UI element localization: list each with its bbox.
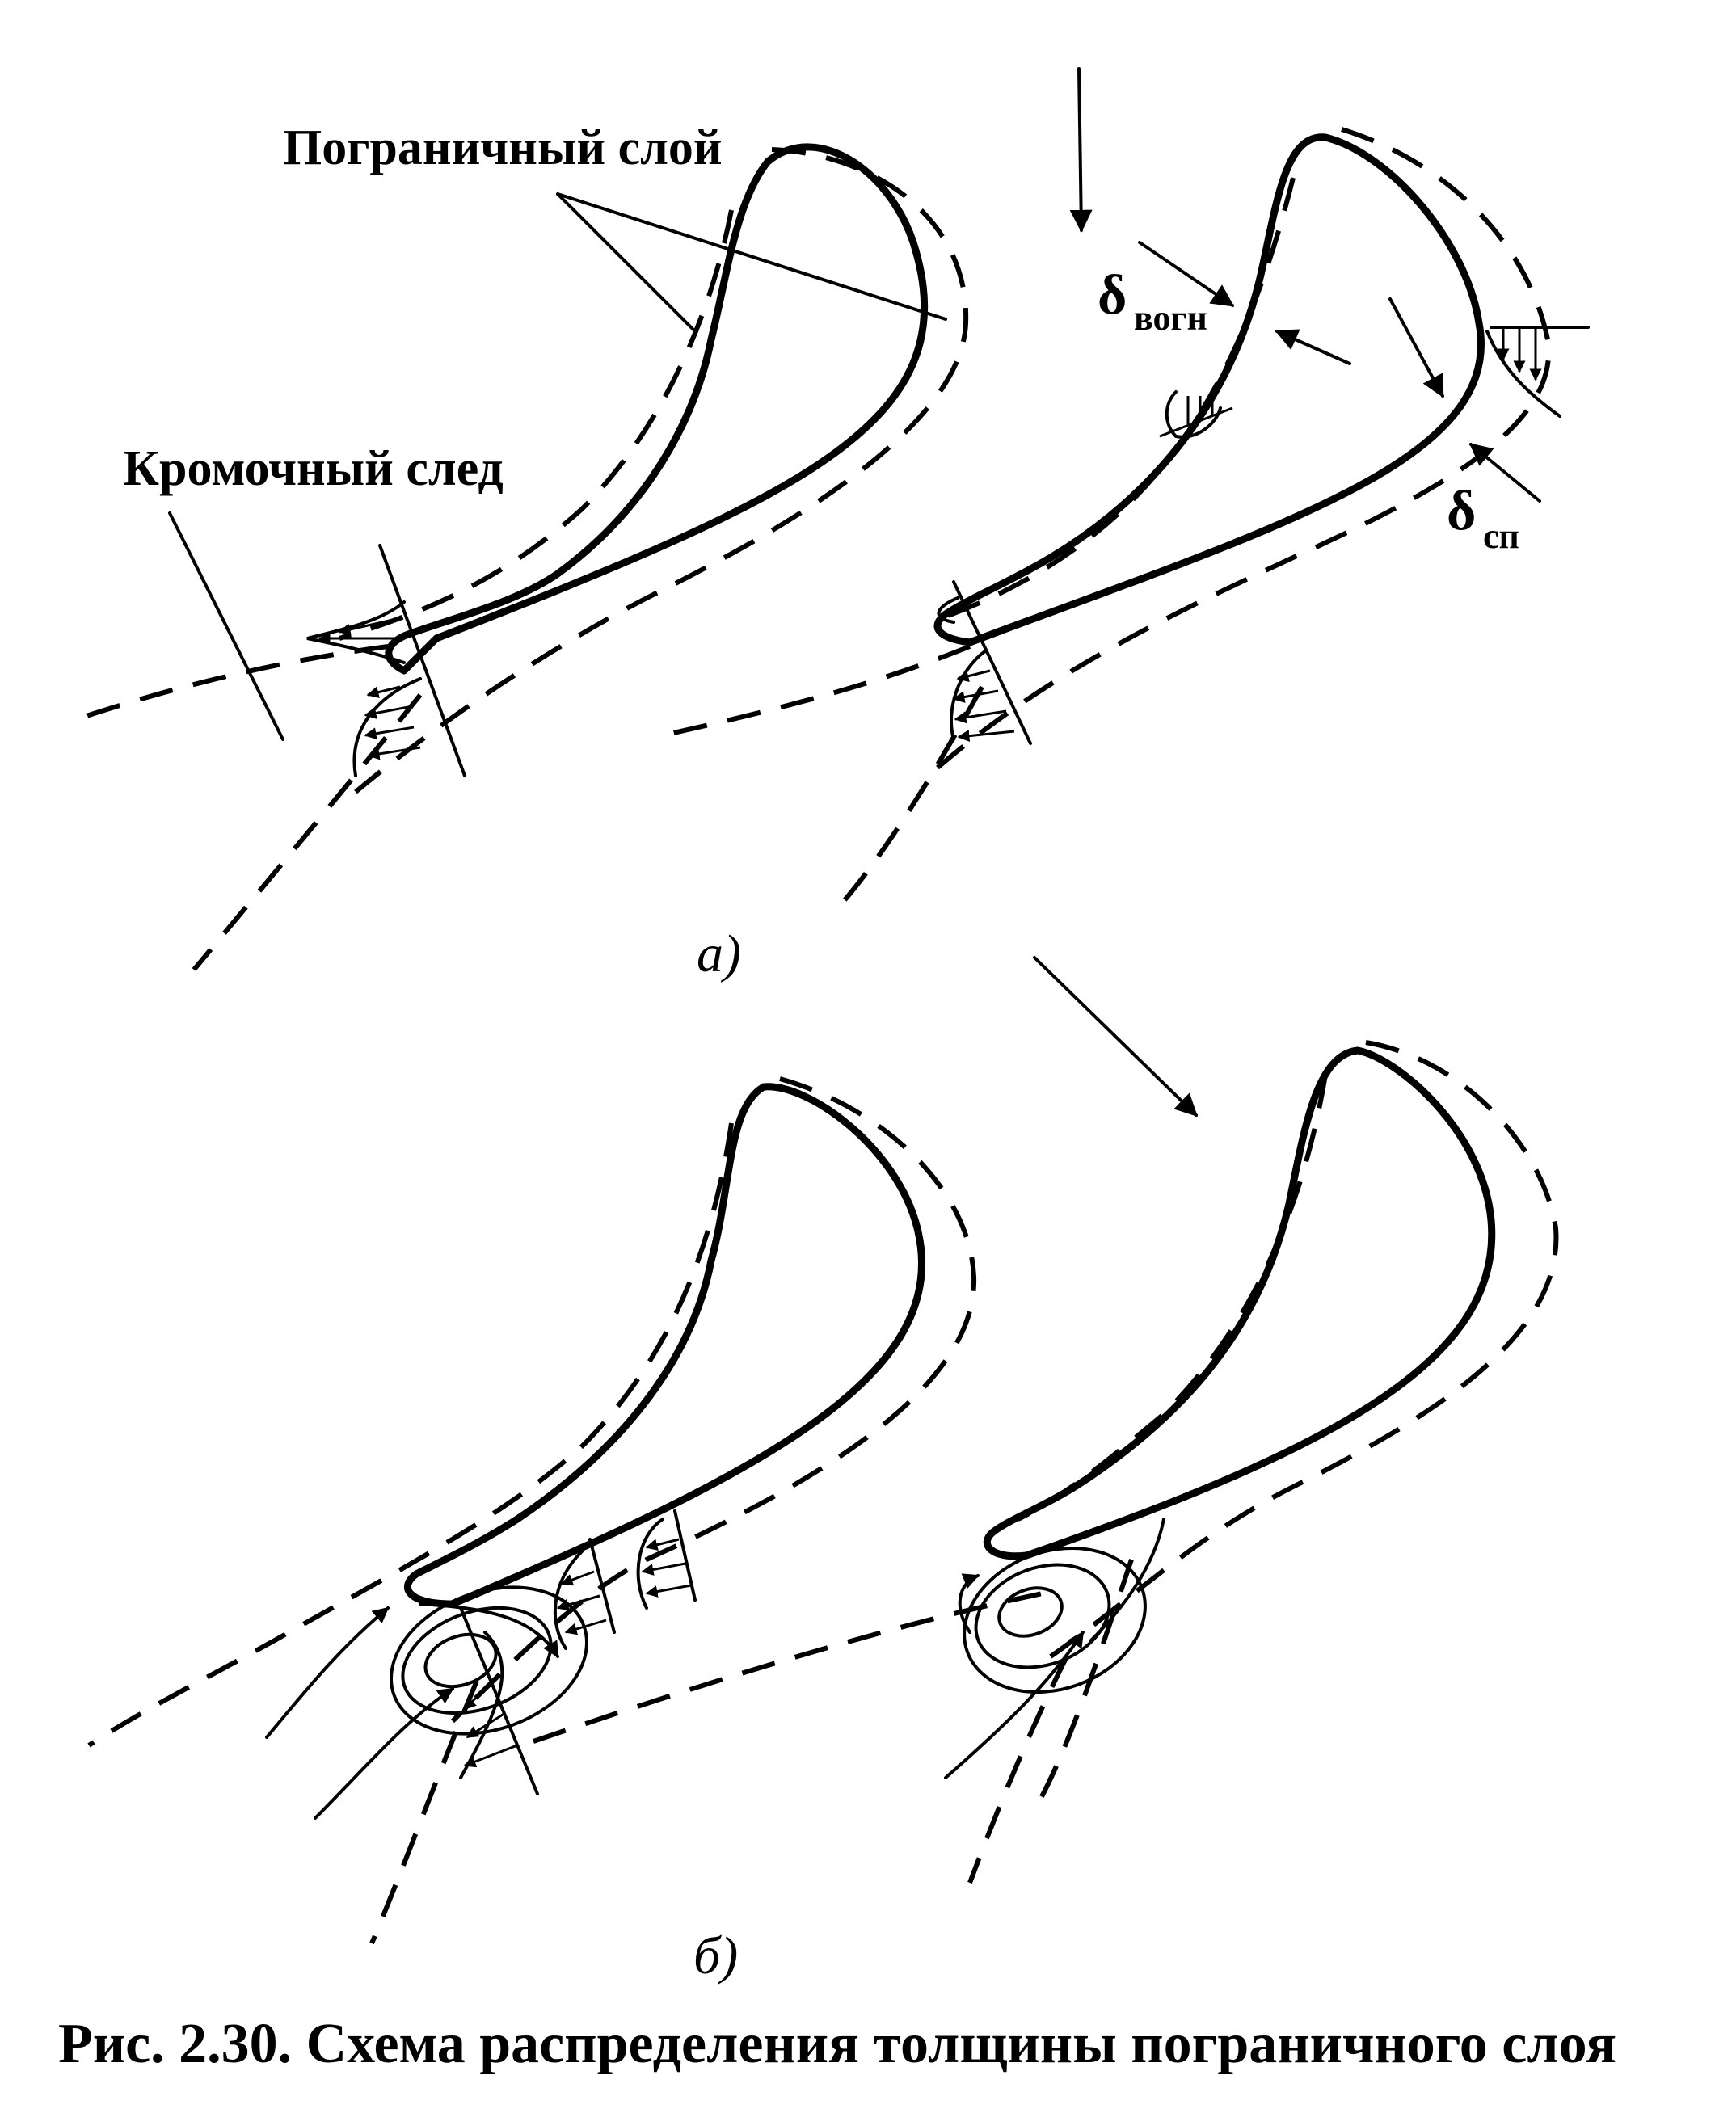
concave-bl-hatch bbox=[1186, 396, 1214, 424]
wake-profile-upper-a-left bbox=[306, 600, 406, 664]
streamline-b-right-3 bbox=[1089, 1518, 1165, 1642]
suction-bl-hatch bbox=[1497, 327, 1542, 381]
label-delta-suction: δ bbox=[1447, 480, 1476, 542]
profile-curve-b-3 bbox=[636, 1518, 664, 1610]
blade-a-left-boundary-layer-outer bbox=[354, 147, 969, 794]
wake-section-line-a-left bbox=[378, 544, 466, 777]
blade-b-right-wake-right bbox=[1032, 1559, 1134, 1812]
figure-caption: Рис. 2.30. Схема распределения толщины п… bbox=[58, 2013, 1617, 2075]
blade-a-left bbox=[76, 143, 969, 971]
blade-b-left-boundary-layer-outer bbox=[450, 1076, 977, 1724]
streamline-b-left-2 bbox=[314, 1687, 454, 1820]
blade-b-left bbox=[87, 1076, 1051, 1945]
wake-section-line-a-right bbox=[952, 580, 1032, 745]
profile-line-b-2 bbox=[588, 1538, 616, 1634]
wake-profile-arrows-a-left bbox=[318, 617, 421, 760]
edge-wake-leader bbox=[168, 511, 284, 741]
blade-a-left-wake-line bbox=[76, 644, 389, 722]
delta-concave-arrows bbox=[1138, 241, 1351, 365]
blade-b-left-wake bbox=[369, 1679, 479, 1945]
wake-profile-upper-a-right bbox=[937, 596, 959, 624]
profile-line-b-3 bbox=[673, 1509, 697, 1602]
blade-b-right-wake bbox=[967, 1655, 1069, 1884]
blade-b-right bbox=[944, 1040, 1559, 1884]
blade-b-right-boundary-layer-outer bbox=[1049, 1040, 1559, 1659]
label-part-a: а) bbox=[697, 924, 741, 983]
streamline-b-left-1 bbox=[265, 1606, 390, 1739]
profile-line-b-1 bbox=[459, 1606, 539, 1795]
blade-a-right-profile bbox=[933, 133, 1485, 646]
profile-curve-b-2 bbox=[553, 1550, 584, 1650]
label-boundary-layer: Пограничный слой bbox=[283, 120, 723, 175]
label-edge-wake: Кромочный след bbox=[123, 441, 504, 496]
label-delta-concave: δ bbox=[1098, 264, 1127, 326]
blade-b-left-boundary-layer-inner bbox=[87, 1122, 734, 1748]
blade-a-left-wake-lower bbox=[192, 693, 423, 971]
blade-a-right-wake-lower bbox=[838, 685, 984, 907]
profile-curve-b-1 bbox=[459, 1631, 504, 1779]
blade-a-left-profile bbox=[385, 143, 929, 675]
wake-profile-arrows-a-right bbox=[952, 669, 1015, 743]
boundary-layer-leaders bbox=[556, 192, 947, 333]
streamline-b-right-1 bbox=[958, 1573, 980, 1634]
delta-suction-arrows bbox=[1388, 297, 1541, 503]
suction-bl-profile bbox=[1485, 330, 1561, 418]
label-delta-concave-sub: вогн bbox=[1134, 298, 1207, 338]
profile-hatch-b-2 bbox=[556, 1570, 607, 1635]
label-part-b: б) bbox=[693, 1926, 738, 1985]
blade-b-right-boundary-layer-inner bbox=[1017, 1074, 1328, 1522]
concave-bl-baseline bbox=[1159, 406, 1233, 438]
streamline-b-right-2 bbox=[944, 1631, 1085, 1779]
blade-b-right-profile bbox=[983, 1046, 1496, 1560]
concave-bl-profile bbox=[1165, 390, 1222, 439]
inlet-flow-arrow-a bbox=[1069, 67, 1093, 233]
blade-a-left-boundary-layer-inner bbox=[339, 209, 734, 641]
blade-a-right-boundary-layer-inner bbox=[929, 177, 1296, 625]
blade-b-left-profile bbox=[404, 1083, 925, 1608]
label-delta-suction-sub: сп bbox=[1483, 516, 1519, 556]
blade-a-right-wake-line bbox=[662, 644, 971, 738]
blade-a-right-boundary-layer-outer bbox=[936, 127, 1552, 770]
profile-hatch-b-1 bbox=[463, 1679, 518, 1768]
separation-vortex-b-right bbox=[963, 1546, 1147, 1694]
profile-hatch-b-3 bbox=[641, 1538, 692, 1598]
inlet-flow-arrow-b bbox=[1033, 956, 1199, 1117]
